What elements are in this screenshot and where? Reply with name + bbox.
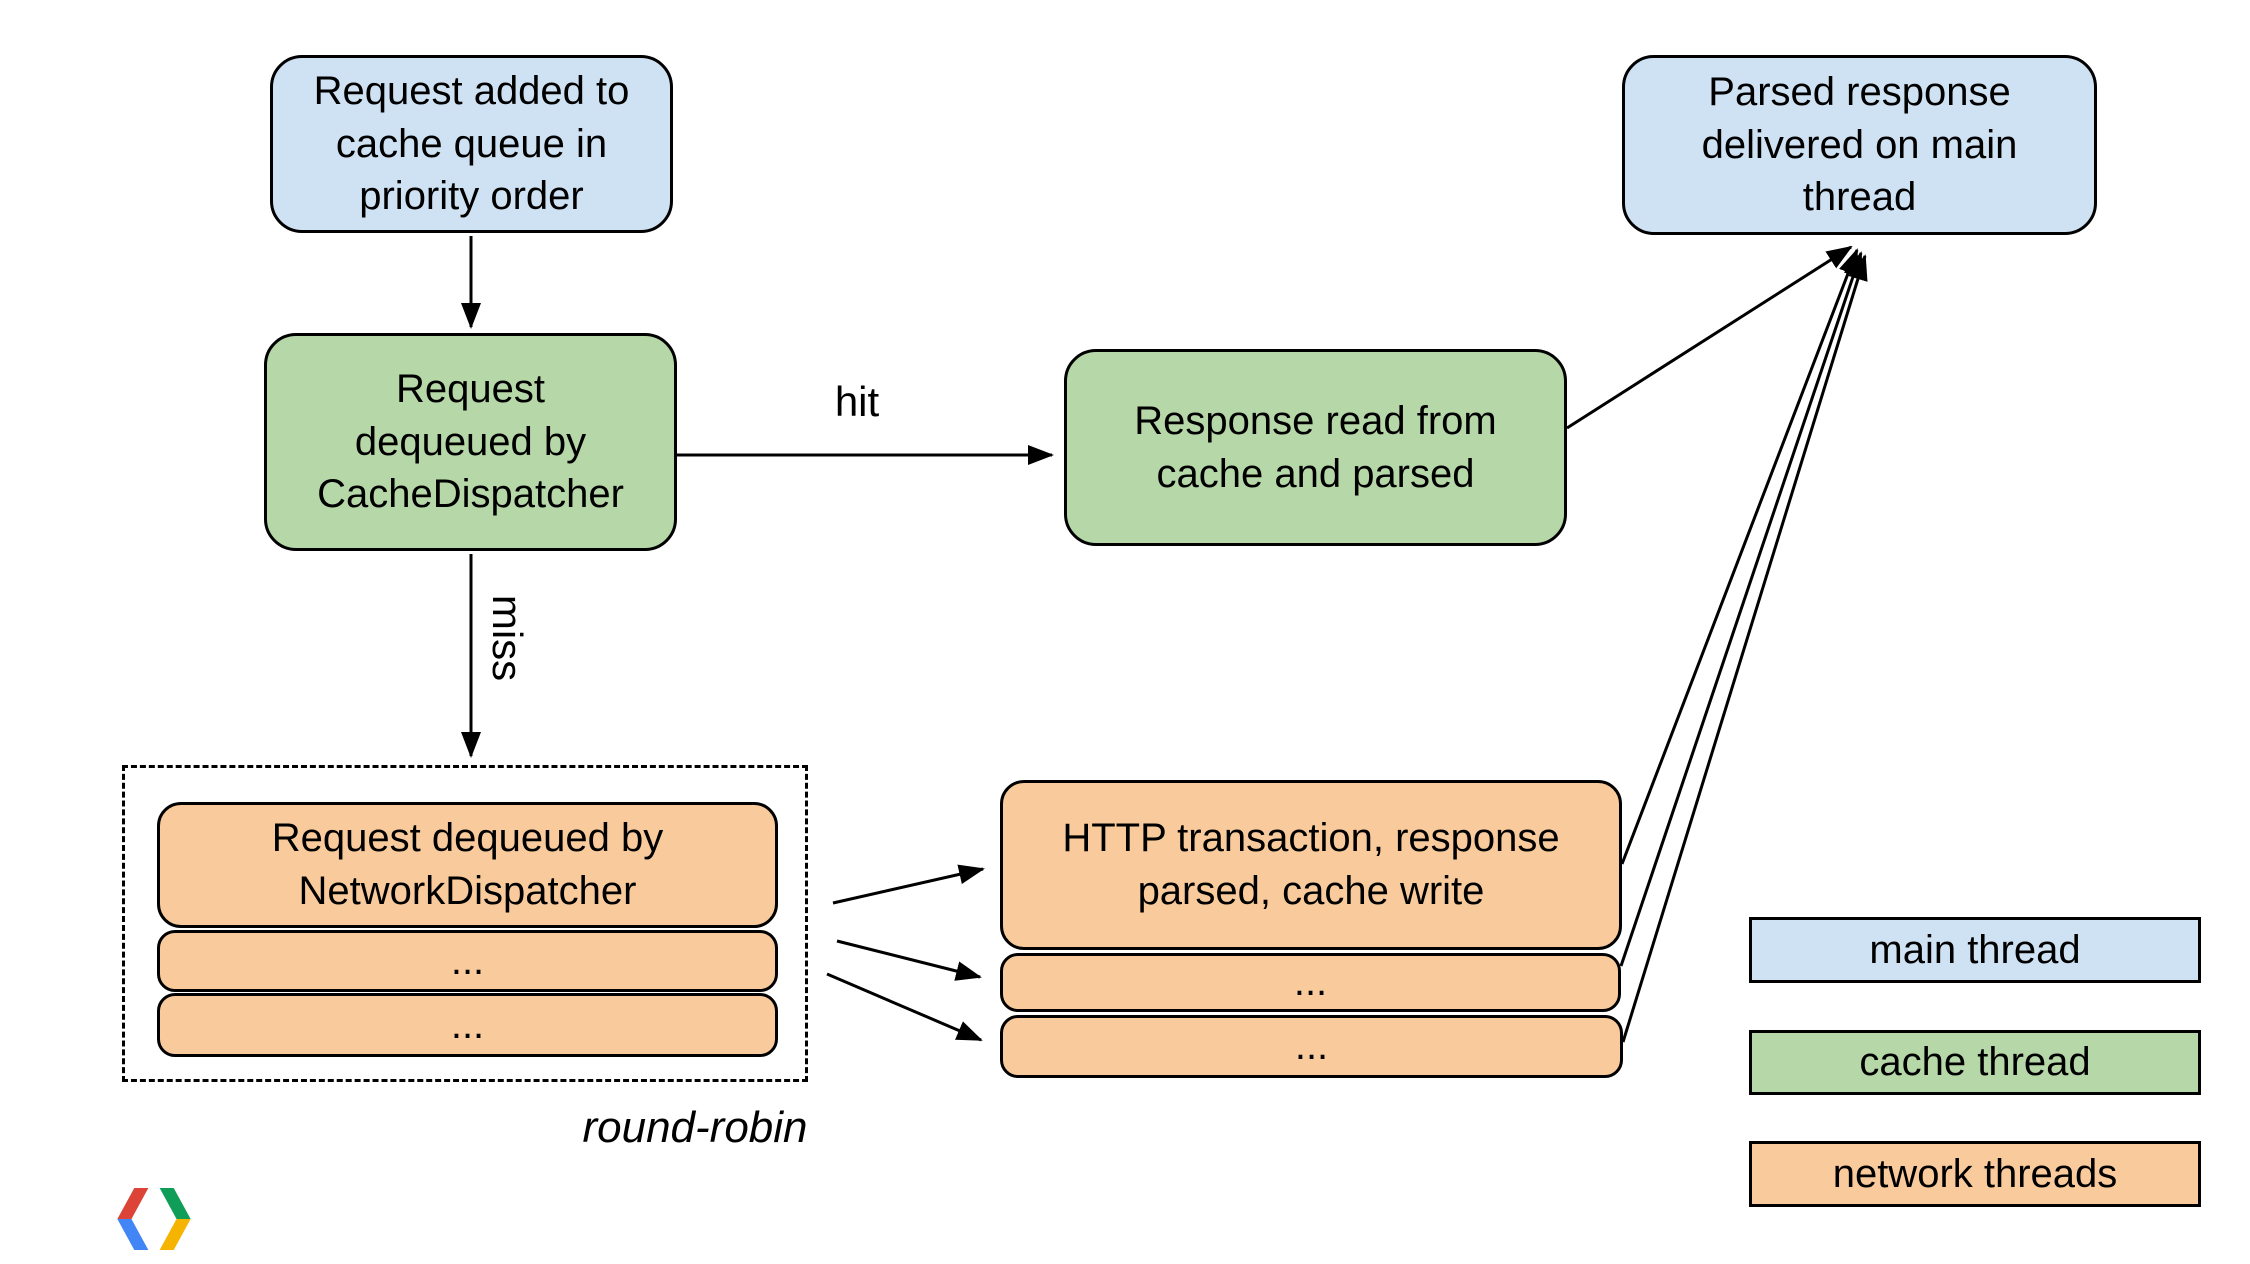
edge-http-more1-to-parsed-response: [1619, 251, 1863, 967]
node-parsed-response: Parsed response delivered on main thread: [1622, 55, 2097, 235]
round-robin-annotation: round-robin: [582, 1103, 808, 1152]
edge-response-read-to-parsed-response: [1566, 245, 1853, 430]
edge-network-more2-to-http-more2: [826, 972, 983, 1042]
node-cache-dispatcher-label: Request dequeued by CacheDispatcher: [317, 366, 624, 517]
ellipsis-label: ...: [450, 1002, 485, 1047]
edge-http-transaction-to-parsed-response: [1620, 248, 1859, 865]
legend-cache-thread: cache thread: [1749, 1030, 2201, 1095]
legend-network-threads-label: network threads: [1832, 1151, 2118, 1196]
edge-network-more1-to-http-more1: [836, 939, 982, 981]
ellipsis-label: ...: [1294, 1024, 1329, 1069]
node-response-read: Response read from cache and parsed: [1064, 349, 1567, 546]
ellipsis-label: ...: [450, 938, 485, 983]
legend-main-thread-label: main thread: [1869, 927, 2081, 972]
legend-network-threads: network threads: [1749, 1141, 2201, 1207]
node-network-dispatcher: Request dequeued by NetworkDispatcher: [157, 802, 778, 928]
google-developers-logo-icon: [117, 1188, 191, 1250]
node-http-transaction: HTTP transaction, response parsed, cache…: [1000, 780, 1622, 950]
node-http-transaction-more-1: ...: [1000, 953, 1621, 1012]
node-network-dispatcher-more-2: ...: [157, 993, 778, 1057]
legend-main-thread: main thread: [1749, 917, 2201, 983]
node-response-read-label: Response read from cache and parsed: [1134, 398, 1497, 496]
miss-edge-label: miss: [484, 594, 531, 682]
ellipsis-label: ...: [1293, 960, 1328, 1005]
node-parsed-response-label: Parsed response delivered on main thread: [1701, 69, 2018, 220]
node-http-transaction-label: HTTP transaction, response parsed, cache…: [1062, 816, 1560, 913]
edge-network-dispatcher-to-http-transaction: [832, 864, 985, 905]
node-network-dispatcher-more-1: ...: [157, 930, 778, 992]
hit-edge-label: hit: [834, 378, 880, 425]
node-cache-dispatcher: Request dequeued by CacheDispatcher: [264, 333, 677, 551]
edge-http-more2-to-parsed-response: [1621, 254, 1868, 1043]
node-http-transaction-more-2: ...: [1000, 1015, 1623, 1078]
round-robin-group-container: [122, 765, 808, 1082]
legend-cache-thread-label: cache thread: [1859, 1040, 2091, 1084]
node-network-dispatcher-label: Request dequeued by NetworkDispatcher: [271, 816, 664, 913]
node-request-added: Request added to cache queue in priority…: [270, 55, 673, 233]
node-request-added-label: Request added to cache queue in priority…: [313, 68, 630, 219]
